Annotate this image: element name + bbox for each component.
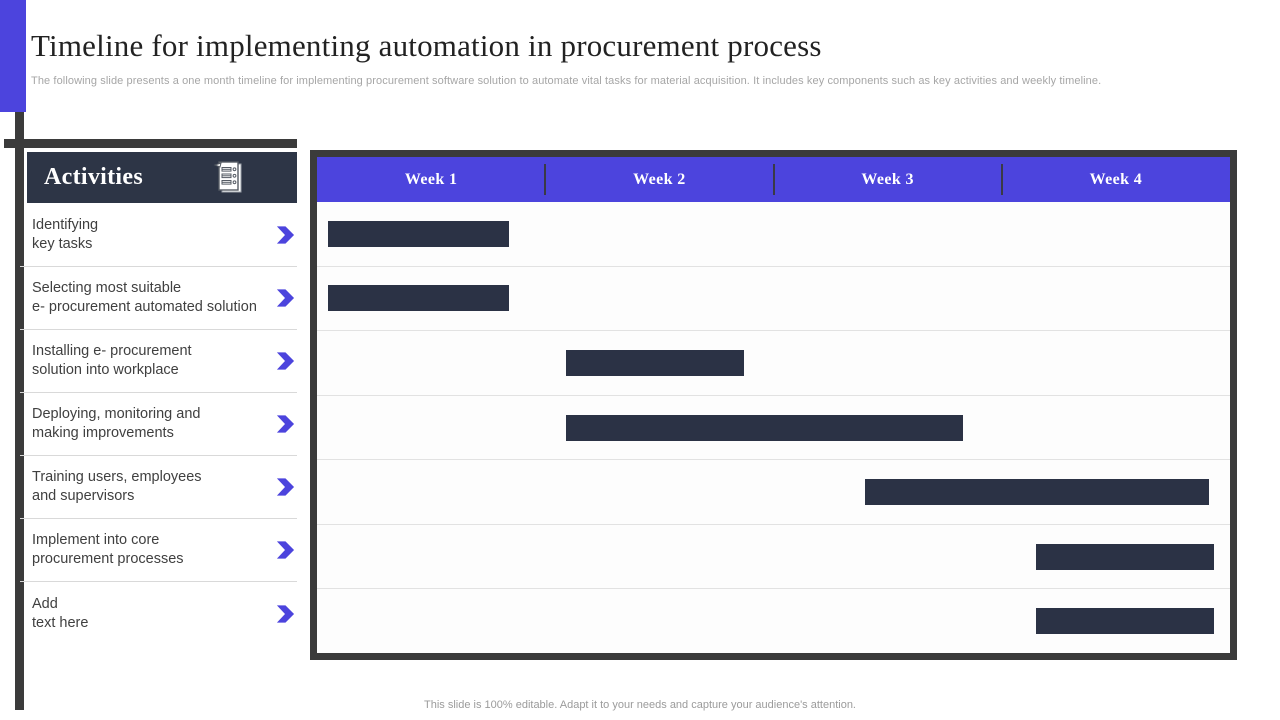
gantt-bar[interactable]	[1035, 608, 1215, 635]
week-header-3: Week 3	[772, 157, 1002, 202]
page-title: Timeline for implementing automation in …	[31, 28, 822, 63]
chevron-right-icon	[275, 225, 295, 245]
gantt-bar[interactable]	[328, 220, 509, 247]
gantt-bar[interactable]	[565, 414, 963, 441]
gantt-row	[317, 331, 1230, 396]
gantt-row	[317, 524, 1230, 590]
gantt-row	[317, 395, 1230, 461]
chevron-right-icon	[275, 288, 295, 308]
gantt-row	[317, 589, 1230, 654]
slide-header: Timeline for implementing automation in …	[31, 28, 1251, 87]
checklist-document-icon	[209, 160, 249, 201]
page-subtitle: The following slide presents a one month…	[31, 75, 1102, 87]
gantt-row	[317, 460, 1230, 525]
week-header-1: Week 1	[404, 170, 458, 188]
accent-rectangle	[0, 0, 26, 112]
accent-horizontal-line	[4, 139, 297, 148]
chevron-right-icon	[275, 540, 295, 560]
gantt-bar[interactable]	[864, 479, 1210, 506]
chevron-right-icon	[275, 351, 295, 371]
footer-note: This slide is 100% editable. Adapt it to…	[424, 699, 856, 711]
gantt-bar[interactable]	[565, 349, 744, 376]
week-header-4: Week 4	[1000, 157, 1230, 202]
chevron-right-icon	[275, 414, 295, 434]
activities-header: Activities	[27, 152, 297, 203]
gantt-row	[317, 202, 1230, 267]
gantt-bar[interactable]	[328, 285, 509, 312]
chevron-right-icon	[275, 604, 295, 624]
slide-footer: This slide is 100% editable. Adapt it to…	[0, 699, 1280, 711]
gantt-row	[317, 266, 1230, 332]
week-header-2: Week 2	[544, 157, 773, 202]
chevron-right-icon	[275, 477, 295, 497]
gantt-bar[interactable]	[1035, 543, 1215, 570]
accent-vertical-line	[15, 112, 24, 710]
gantt-rows	[317, 202, 1230, 654]
activities-title: Activities	[44, 164, 143, 190]
